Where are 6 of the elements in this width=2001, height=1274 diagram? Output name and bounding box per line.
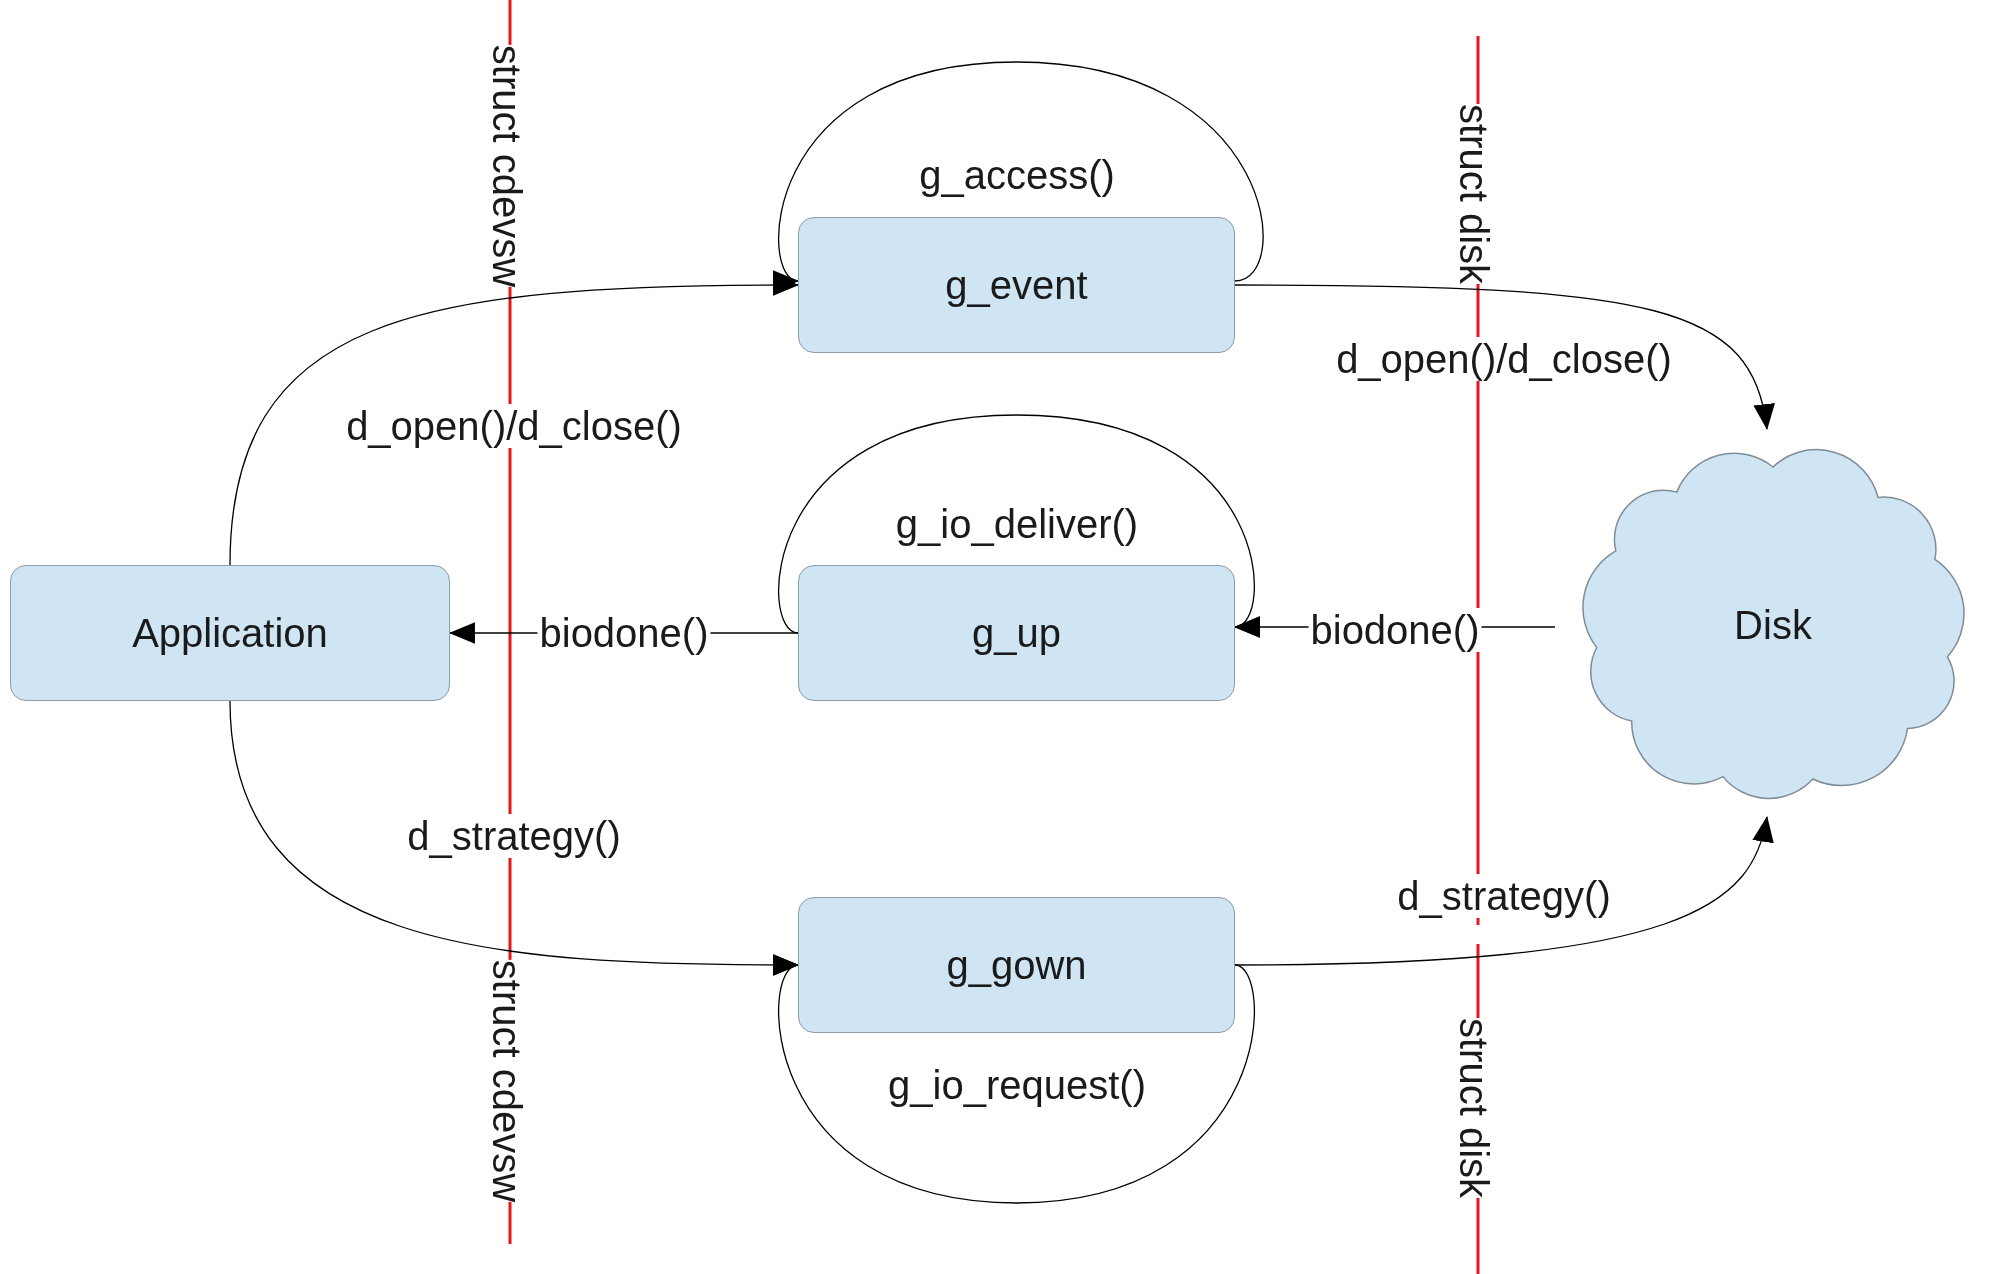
- arrow: [1234, 284, 1774, 431]
- edge-label: biodone(): [1308, 608, 1482, 652]
- node-label: Disk: [1734, 602, 1812, 648]
- process-box: [10, 565, 450, 701]
- arrow: [1234, 815, 1773, 966]
- node-label: Application: [132, 610, 328, 656]
